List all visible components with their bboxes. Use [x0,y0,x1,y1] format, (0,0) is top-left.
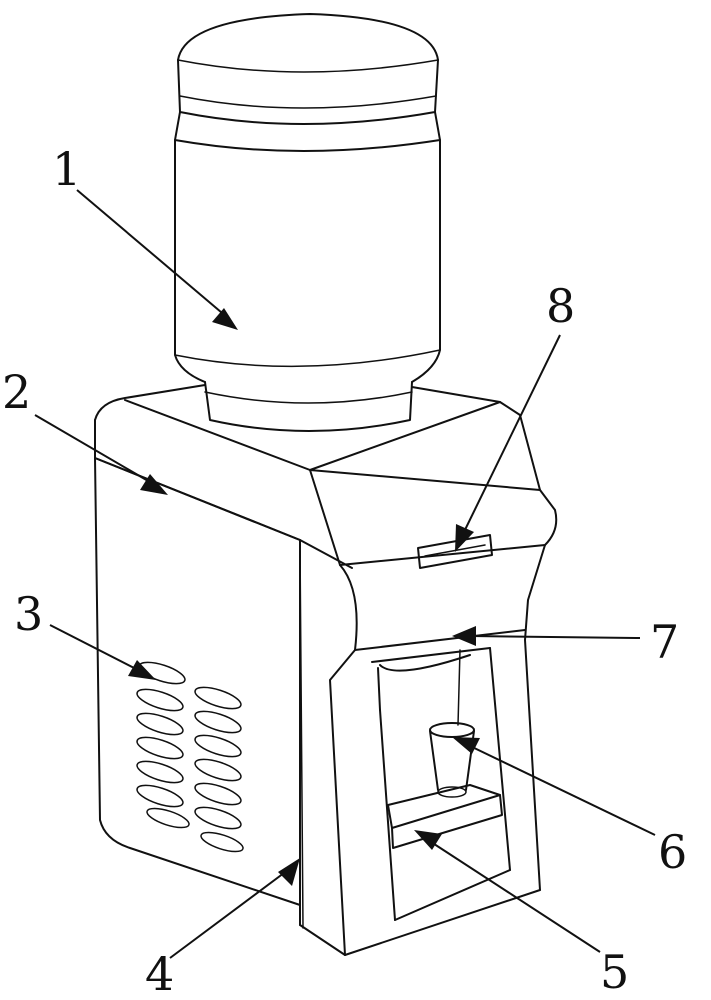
label-7: 7 [650,615,679,669]
leader-lines [34,189,656,959]
label-6: 6 [658,825,687,879]
label-8: 8 [546,279,575,333]
vent-slots [136,661,244,853]
leader-1 [76,189,229,319]
leader-6 [467,744,656,836]
leader-7 [469,635,641,639]
leader-8 [461,334,561,537]
label-3: 3 [14,587,43,641]
cabinet-housing [94,384,558,956]
leader-3 [49,624,143,673]
label-1: 1 [52,142,81,196]
leader-4 [169,869,289,959]
leader-5 [427,839,601,953]
label-4: 4 [145,947,174,1000]
label-5: 5 [600,945,629,999]
drip-tray [387,784,503,849]
label-2: 2 [2,365,31,419]
callout-labels: 1 2 3 4 5 6 7 8 [2,142,687,1000]
water-outlet [354,629,526,921]
water-bottle [174,13,441,432]
leader-2 [34,414,156,486]
